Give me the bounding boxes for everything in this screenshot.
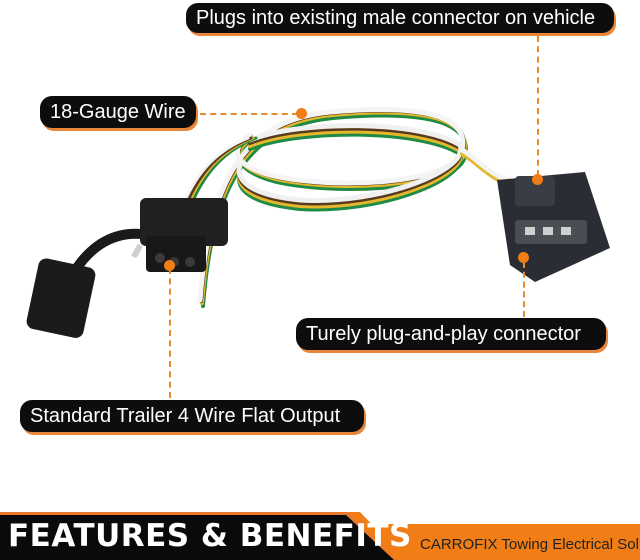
leader-line bbox=[523, 262, 525, 317]
vehicle-connector bbox=[497, 172, 610, 282]
marker-dot bbox=[532, 174, 543, 185]
callout-label: Plugs into existing male connector on ve… bbox=[196, 7, 596, 29]
leader-line bbox=[169, 268, 171, 398]
callout-flat-output: Standard Trailer 4 Wire Flat Output bbox=[20, 400, 364, 432]
callout-label: 18-Gauge Wire bbox=[50, 101, 186, 123]
footer-title: FEATURES & BENEFITS bbox=[8, 518, 412, 554]
callout-vehicle-connector: Plugs into existing male connector on ve… bbox=[186, 3, 614, 33]
callout-label: Standard Trailer 4 Wire Flat Output bbox=[30, 405, 341, 427]
marker-dot bbox=[296, 108, 307, 119]
marker-dot bbox=[518, 252, 529, 263]
marker-dot bbox=[164, 260, 175, 271]
callout-label: Turely plug-and-play connector bbox=[306, 323, 581, 345]
footer-banner bbox=[0, 512, 640, 560]
callout-wire-gauge: 18-Gauge Wire bbox=[40, 96, 196, 128]
callout-plug-and-play: Turely plug-and-play connector bbox=[296, 318, 606, 350]
leader-line bbox=[537, 36, 539, 176]
flat-4-connector bbox=[26, 198, 228, 338]
wiring-harness-image bbox=[26, 107, 610, 338]
footer-subtitle: CARROFIX Towing Electrical Solutions bbox=[420, 536, 640, 553]
leader-line bbox=[200, 113, 298, 115]
